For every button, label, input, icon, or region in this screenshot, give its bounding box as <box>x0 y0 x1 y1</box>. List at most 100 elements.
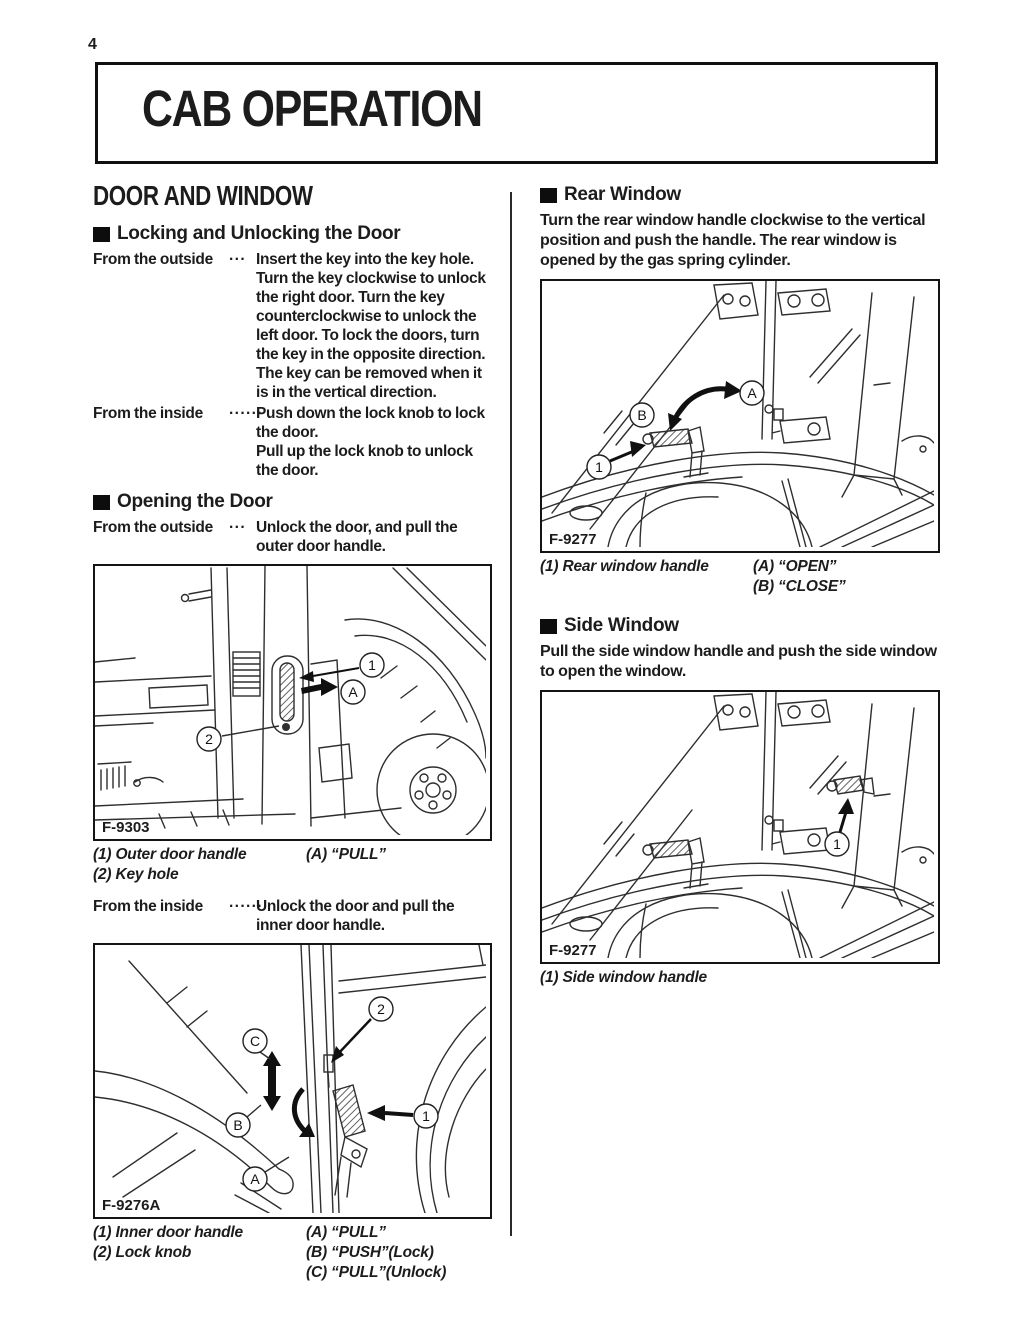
left-column: DOOR AND WINDOW Locking and Unlocking th… <box>93 180 494 1283</box>
caption-line: (1) Rear window handle <box>540 558 709 575</box>
caption-line: (A) “PULL” <box>306 846 386 863</box>
black-square-bullet-icon <box>540 187 557 203</box>
subsection-locking-title: Locking and Unlocking the Door <box>93 223 494 245</box>
def-line: Unlock the door, and pull the outer door… <box>256 519 458 555</box>
chapter-header-box: CAB OPERATION <box>95 62 938 164</box>
definition-row-outside-open: From the outside ··· Unlock the door, an… <box>93 518 494 556</box>
inner-door-handle-drawing: C B A 2 <box>95 945 486 1213</box>
caption-column-left: (1) Side window handle <box>540 968 753 988</box>
figure-id: F-9303 <box>102 819 150 836</box>
definition-row-outside-lock: From the outside ··· Insert the key into… <box>93 250 494 402</box>
open-arrow-head <box>724 381 742 399</box>
paragraph-line: Pull the side window handle and push the… <box>540 643 937 680</box>
figure-rear-window-handle: A B 1 F-9277 <box>540 279 940 553</box>
figure-captions-inner: (1) Inner door handle (2) Lock knob (A) … <box>93 1223 494 1283</box>
def-text: Insert the key into the key hole. Turn t… <box>256 250 494 402</box>
figure-id: F-9277 <box>549 531 597 548</box>
section-heading-door-and-window: DOOR AND WINDOW <box>93 180 313 211</box>
def-dots: ······ <box>229 898 263 915</box>
caption-line: (A) “PULL” <box>306 1224 386 1241</box>
svg-text:2: 2 <box>205 731 213 747</box>
callout-C-pull-unlock: C <box>242 1028 271 1060</box>
caption-line: (1) Side window handle <box>540 969 707 986</box>
figure-captions-outer: (1) Outer door handle (2) Key hole (A) “… <box>93 845 494 885</box>
open-close-arrow <box>671 386 727 423</box>
subsection-locking-label: Locking and Unlocking the Door <box>117 223 401 244</box>
def-text: Unlock the door, and pull the outer door… <box>256 518 494 556</box>
subsection-side-window-title: Side Window <box>540 615 940 637</box>
svg-text:1: 1 <box>422 1108 430 1124</box>
svg-text:A: A <box>747 385 757 401</box>
caption-column-right: (A) “PULL” <box>306 845 494 885</box>
caption-column-left: (1) Rear window handle <box>540 557 753 597</box>
callout-B-push-lock: B <box>225 1104 262 1138</box>
caption-line: (2) Lock knob <box>93 1244 192 1261</box>
def-line: Pull up the lock knob to unlock the door… <box>256 443 473 479</box>
caption-column-right: (A) “OPEN” (B) “CLOSE” <box>753 557 940 597</box>
callout-2-key-hole: 2 <box>196 725 280 752</box>
def-line: Unlock the door and pull the inner door … <box>256 898 455 934</box>
subsection-side-window-label: Side Window <box>564 615 679 636</box>
callout-1-side-window-handle: 1 <box>824 798 854 857</box>
callout-B-close: B <box>629 402 655 428</box>
column-divider <box>510 192 512 1236</box>
black-square-bullet-icon <box>93 494 110 510</box>
black-square-bullet-icon <box>540 618 557 634</box>
caption-line: (B) “CLOSE” <box>753 578 846 595</box>
callout-1-rear-window-handle: 1 <box>586 441 646 480</box>
figure-id: F-9276A <box>102 1197 161 1214</box>
caption-column-left: (1) Outer door handle (2) Key hole <box>93 845 306 885</box>
black-square-bullet-icon <box>93 226 110 242</box>
figure-outer-door-handle: 1 A 2 F-9303 <box>93 564 492 841</box>
side-window-handle-drawing: 1 <box>542 692 934 958</box>
svg-text:1: 1 <box>368 657 376 673</box>
figure-inner-door-handle: C B A 2 <box>93 943 492 1219</box>
subsection-opening-title: Opening the Door <box>93 491 494 513</box>
chapter-title: CAB OPERATION <box>142 80 483 137</box>
rear-window-handle-drawing: A B 1 <box>542 281 934 547</box>
svg-text:B: B <box>637 407 646 423</box>
svg-text:A: A <box>348 684 358 700</box>
def-line: Insert the key into the key hole. Turn t… <box>256 251 486 401</box>
page-number: 4 <box>88 36 97 53</box>
pull-direction-arrow <box>301 678 338 696</box>
close-arrow-head <box>668 413 682 431</box>
def-line: Push down the lock knob to lock the door… <box>256 405 485 441</box>
def-term: From the inside <box>93 405 203 422</box>
callout-2-lock-knob: 2 <box>331 996 394 1063</box>
callout-A-open: A <box>739 380 765 406</box>
svg-text:2: 2 <box>377 1001 385 1017</box>
figure-id: F-9277 <box>549 942 597 959</box>
def-term: From the outside <box>93 519 213 536</box>
push-pull-double-arrow <box>263 1051 281 1111</box>
definition-row-inside-lock: From the inside ······ Push down the loc… <box>93 404 494 480</box>
outer-door-handle-drawing: 1 A 2 <box>95 566 486 835</box>
caption-line: (2) Key hole <box>93 866 179 883</box>
svg-text:C: C <box>250 1033 260 1049</box>
def-dots: ··· <box>229 519 246 536</box>
figure-captions-rear: (1) Rear window handle (A) “OPEN” (B) “C… <box>540 557 940 597</box>
caption-line: (B) “PUSH”(Lock) <box>306 1244 434 1261</box>
callout-1-outer-handle: 1 <box>299 652 385 682</box>
caption-line: (C) “PULL”(Unlock) <box>306 1264 447 1281</box>
callout-1-inner-handle: 1 <box>367 1103 439 1129</box>
rotate-arrow-head <box>299 1123 315 1137</box>
caption-line: (1) Inner door handle <box>93 1224 243 1241</box>
def-term: From the outside <box>93 251 213 268</box>
rear-window-paragraph: Turn the rear window handle clockwise to… <box>540 211 940 271</box>
figure-captions-side: (1) Side window handle <box>540 968 940 988</box>
caption-line: (A) “OPEN” <box>753 558 837 575</box>
svg-text:1: 1 <box>833 836 841 852</box>
callout-A-pull: A <box>340 679 366 705</box>
callout-A-pull: A <box>242 1156 290 1192</box>
paragraph-line: Turn the rear window handle clockwise to… <box>540 212 926 269</box>
caption-column-left: (1) Inner door handle (2) Lock knob <box>93 1223 306 1283</box>
caption-line: (1) Outer door handle <box>93 846 247 863</box>
subsection-rear-window-title: Rear Window <box>540 184 940 206</box>
def-dots: ··· <box>229 251 246 268</box>
subsection-rear-window-label: Rear Window <box>564 184 681 205</box>
svg-text:A: A <box>250 1171 260 1187</box>
rotate-arrow <box>292 1087 309 1135</box>
subsection-opening-label: Opening the Door <box>117 491 273 512</box>
